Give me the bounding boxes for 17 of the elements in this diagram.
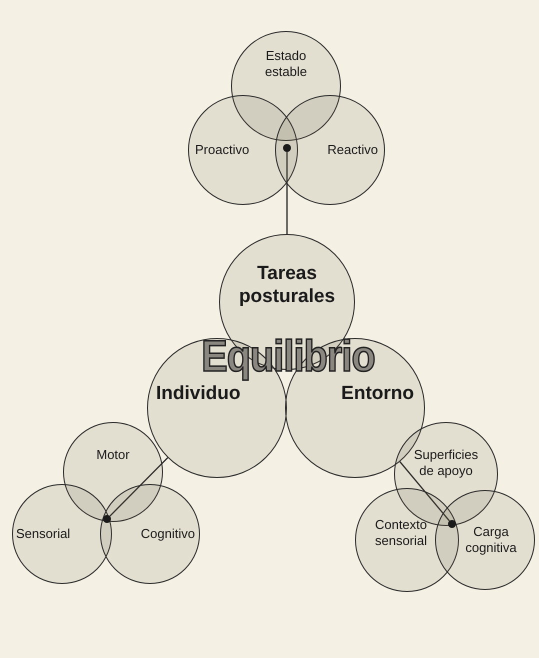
circle-label: Contexto sensorial bbox=[374, 517, 428, 549]
overlap-dot bbox=[283, 144, 291, 152]
circle-label: Entorno bbox=[341, 383, 414, 406]
circle-label: Superficies de apoyo bbox=[412, 447, 480, 478]
overlap-dot bbox=[448, 520, 456, 528]
overlap-dot bbox=[103, 515, 111, 523]
circle-label: Motor bbox=[96, 447, 130, 463]
circle-label: Tareas posturales bbox=[238, 263, 336, 309]
circle-label: Carga cognitiva bbox=[464, 524, 518, 556]
circle-label: Sensorial bbox=[16, 526, 70, 542]
leader-line bbox=[286, 152, 288, 234]
leader-line bbox=[399, 461, 450, 522]
circle-label: Cognitivo bbox=[140, 526, 195, 542]
circle-label: Estado estable bbox=[264, 48, 308, 80]
circle-label: Proactivo bbox=[195, 142, 250, 158]
circle-label: Individuo bbox=[156, 383, 240, 406]
circle-label: Reactivo bbox=[327, 142, 378, 158]
